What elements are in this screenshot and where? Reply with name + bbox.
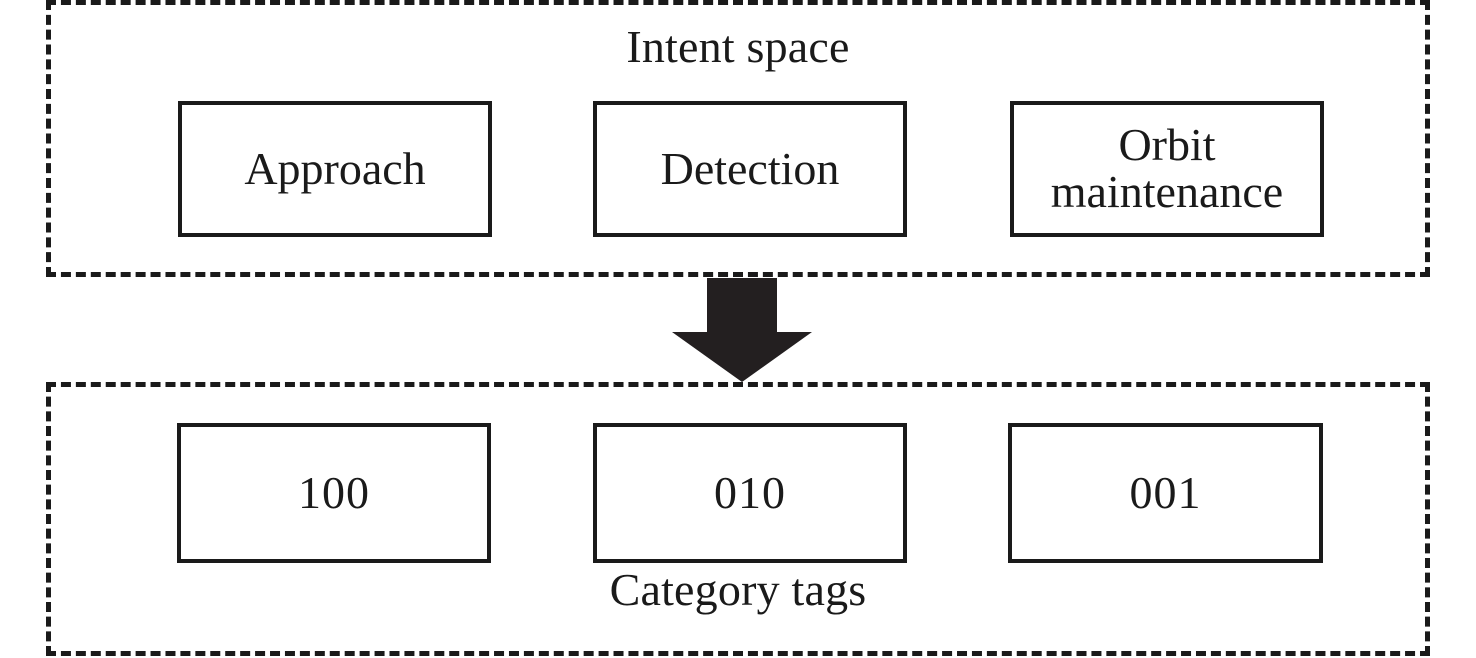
intent-box-detection[interactable]: Detection	[593, 101, 907, 237]
tag-box-001[interactable]: 001	[1008, 423, 1323, 563]
tag-box-010[interactable]: 010	[593, 423, 907, 563]
tag-box-010-label: 010	[714, 467, 786, 518]
intent-box-orbit-maintenance-label: Orbit maintenance	[1050, 119, 1284, 217]
panel-category-tags	[46, 382, 1430, 656]
panel-intent-space-caption: Intent space	[626, 21, 850, 72]
tag-box-100-label: 100	[298, 467, 370, 518]
intent-box-approach[interactable]: Approach	[178, 101, 492, 237]
arrow-down-icon	[666, 276, 818, 384]
intent-box-detection-label: Detection	[660, 142, 840, 194]
panel-intent-space	[46, 0, 1430, 277]
tag-box-001-label: 001	[1129, 467, 1202, 518]
intent-box-approach-label: Approach	[244, 142, 426, 194]
panel-category-tags-caption: Category tags	[609, 564, 867, 615]
intent-box-orbit-maintenance[interactable]: Orbit maintenance	[1010, 101, 1324, 237]
tag-box-100[interactable]: 100	[177, 423, 491, 563]
